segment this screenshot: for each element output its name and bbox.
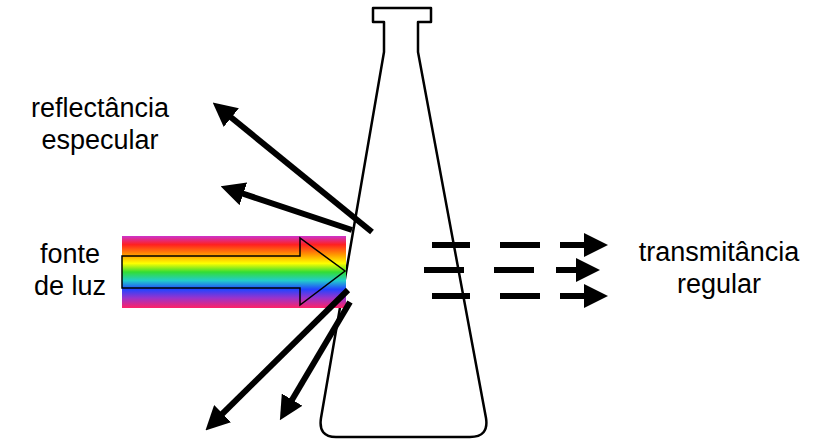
- reflectance-label: reflectância especular: [2, 92, 198, 156]
- reflection-arrows: [214, 110, 372, 422]
- light-beam: [122, 236, 346, 308]
- light-arrow-outline: [122, 238, 345, 305]
- transmission-arrows: [424, 245, 596, 296]
- erlenmeyer-flask: [321, 8, 487, 437]
- transmittance-label: transmitância regular: [614, 236, 824, 300]
- light-source-label: fonte de luz: [22, 238, 118, 302]
